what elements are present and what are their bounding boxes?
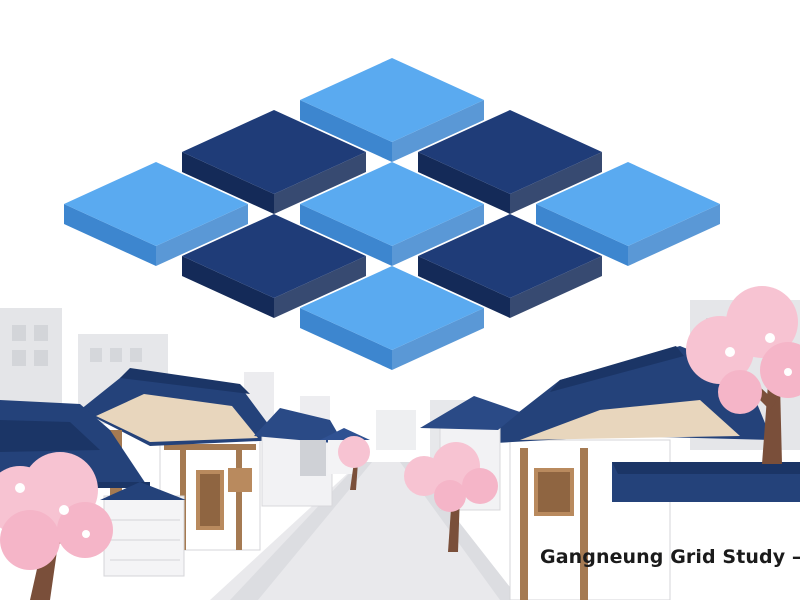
cherry-blossom-tree-left xyxy=(0,452,113,600)
street xyxy=(210,462,520,600)
isometric-tile-icon xyxy=(300,58,484,162)
cherry-blossom-tree-middle xyxy=(404,442,498,552)
isometric-tile-icon xyxy=(418,110,602,214)
isometric-tile-icon xyxy=(300,162,484,266)
isometric-tile-icon xyxy=(300,266,484,370)
cherry-blossom-tree-right xyxy=(686,286,800,464)
cherry-blossom-tree-small xyxy=(338,436,370,490)
caption-title: Gangneung Grid Study — xyxy=(540,546,800,568)
isometric-tile-grid xyxy=(64,58,720,370)
isometric-tile-icon xyxy=(182,214,366,318)
isometric-tile-icon xyxy=(418,214,602,318)
isometric-tile-icon xyxy=(182,110,366,214)
isometric-tile-icon xyxy=(64,162,248,266)
isometric-tile-icon xyxy=(536,162,720,266)
hanok-house-left xyxy=(80,368,280,551)
